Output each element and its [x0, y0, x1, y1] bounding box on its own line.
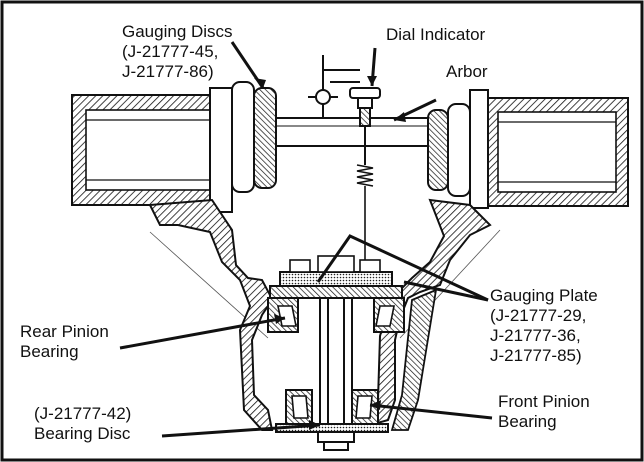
leader-lines: [119, 41, 493, 438]
label-arbor: Arbor: [446, 62, 488, 82]
leader-bearing-disc: [161, 423, 321, 438]
label-gauging-discs-line1: Gauging Discs: [122, 22, 233, 41]
label-rear-pinion-bearing: Rear Pinion Bearing: [20, 322, 109, 362]
label-gauging-plate: Gauging Plate (J-21777-29, J-21777-36, J…: [490, 286, 598, 366]
label-dial-indicator-line1: Dial Indicator: [386, 25, 486, 44]
leader-gauging-plate-lower: [403, 280, 489, 302]
label-rear-pinion-bearing-line1: Rear Pinion: [20, 322, 109, 341]
label-gauging-plate-line4: J-21777-85): [490, 346, 582, 365]
right-bearing-cup: [469, 89, 629, 209]
label-bearing-disc-line1: (J-21777-42): [34, 404, 132, 423]
rear-pinion-bearing: [267, 297, 405, 333]
leader-rear-pinion-bearing: [119, 316, 286, 350]
label-bearing-disc: (J-21777-42) Bearing Disc: [34, 404, 131, 444]
label-dial-indicator: Dial Indicator: [386, 25, 485, 45]
label-arbor-line1: Arbor: [446, 62, 488, 81]
label-gauging-discs-line2: (J-21777-45,: [122, 42, 219, 61]
leader-gauging-plate-upper: [316, 234, 489, 302]
label-rear-pinion-bearing-line2: Bearing: [20, 342, 79, 361]
label-gauging-discs: Gauging Discs (J-21777-45, J-21777-86): [122, 22, 233, 82]
arbor-shaft: [275, 117, 429, 147]
housing-left-wall: [148, 198, 274, 431]
label-front-pinion-bearing-line2: Bearing: [498, 412, 557, 431]
indicator-spring: [356, 164, 374, 270]
label-front-pinion-bearing-line1: Front Pinion: [498, 392, 590, 411]
center-stud: [319, 297, 353, 427]
label-gauging-plate-line2: (J-21777-29,: [490, 306, 587, 325]
right-gauging-discs: [427, 103, 471, 197]
label-front-pinion-bearing: Front Pinion Bearing: [498, 392, 590, 432]
leader-front-pinion-bearing: [369, 403, 493, 420]
left-bearing-cup: [71, 87, 233, 213]
left-gauging-discs: [231, 81, 277, 193]
label-gauging-discs-line3: J-21777-86): [122, 62, 214, 81]
label-gauging-plate-line3: J-21777-36,: [490, 326, 581, 345]
front-pinion-bearing: [285, 389, 379, 425]
label-bearing-disc-line2: Bearing Disc: [34, 424, 131, 443]
label-gauging-plate-line1: Gauging Plate: [490, 286, 598, 305]
leader-arrowheads: [254, 76, 406, 430]
gauging-plate: [269, 255, 403, 299]
dial-indicator: [308, 55, 381, 165]
